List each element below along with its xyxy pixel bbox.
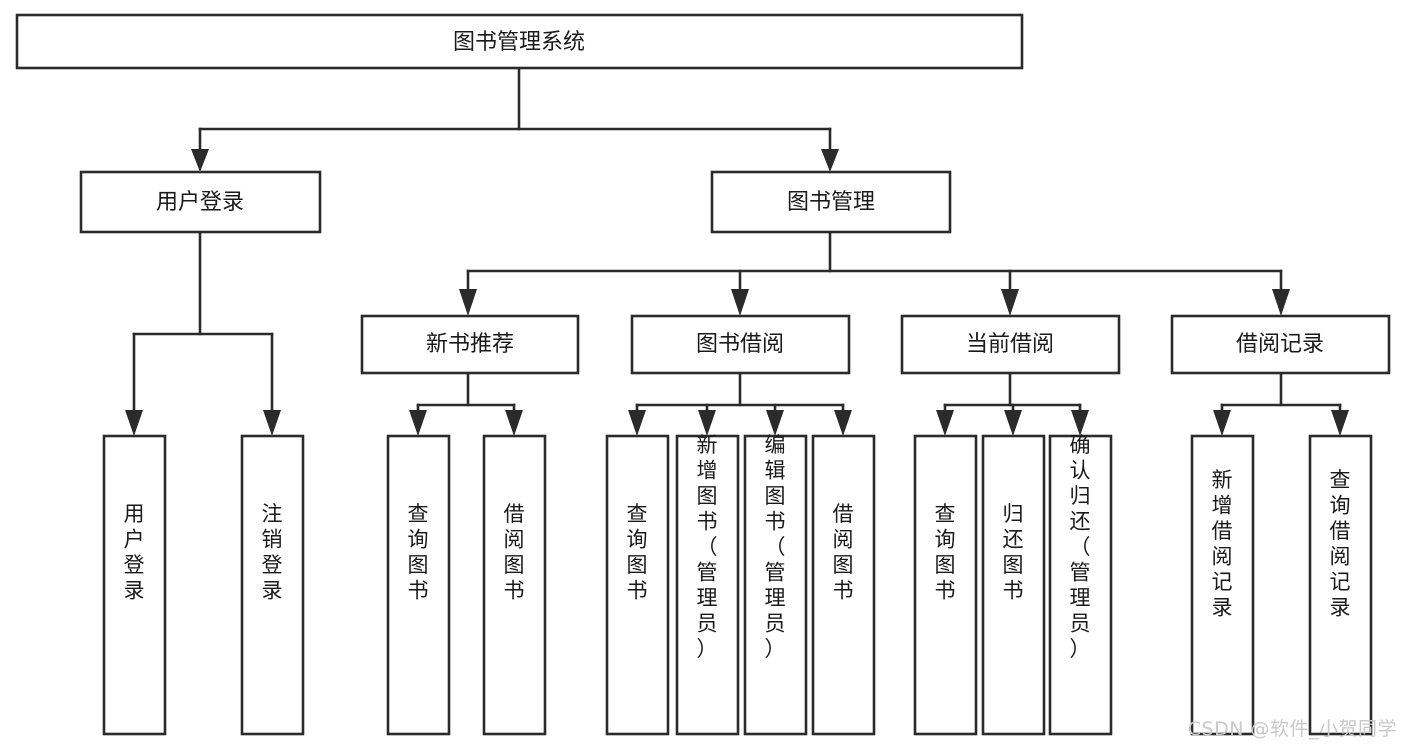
leaf-newbook-query-book[interactable]: [386, 434, 451, 736]
leaf-user-login-box[interactable]: [102, 434, 167, 736]
leaf-borrow-borrow-book-box[interactable]: [811, 434, 876, 736]
leaf-newbook-borrow-book-label: 借阅图书: [504, 502, 525, 603]
leaf-record-query-record-label: 查询借阅记录: [1330, 468, 1351, 620]
leaf-borrow-borrow-book-label: 借阅图书: [833, 502, 854, 603]
leaf-current-query-book-box[interactable]: [913, 434, 978, 736]
arrowhead-user-login: [191, 149, 209, 172]
arrowhead-borrow-leaf-2: [698, 410, 716, 436]
node-root-system[interactable]: 图书管理系统: [15, 13, 1024, 70]
node-current-borrow-label: 当前借阅: [966, 332, 1054, 357]
node-book-management-label: 图书管理: [787, 190, 875, 215]
leaf-newbook-borrow-book-box[interactable]: [482, 434, 547, 736]
node-new-book-recommend[interactable]: 新书推荐: [360, 314, 580, 375]
arrowhead-current: [1001, 289, 1019, 316]
leaf-newbook-borrow-book[interactable]: [482, 434, 547, 736]
leaf-current-query-book[interactable]: [913, 434, 978, 736]
leaf-record-add-record[interactable]: [1190, 434, 1255, 736]
node-user-login[interactable]: 用户登录: [79, 170, 322, 234]
node-root-label: 图书管理系统: [453, 30, 585, 55]
arrowhead-newbook: [459, 289, 477, 316]
arrowhead-borrow-leaf-3: [766, 410, 784, 436]
node-book-borrow-box[interactable]: [630, 314, 851, 375]
node-user-login-box[interactable]: [79, 170, 322, 234]
node-book-management[interactable]: 图书管理: [710, 170, 952, 234]
connectors-userlogin-to-leaves: [125, 230, 281, 436]
leaf-newbook-query-book-label: 查询图书: [408, 502, 429, 603]
arrowhead-record: [1272, 289, 1290, 316]
arrowhead-newbook-leaf-1: [409, 410, 427, 436]
arrowhead-current-leaf-2: [1004, 410, 1022, 436]
arrowhead-newbook-leaf-2: [505, 410, 523, 436]
arrowhead-borrow: [731, 289, 749, 316]
leaf-borrow-add-book-label: 新增图书（管理员）: [697, 433, 718, 661]
leaf-current-return-book[interactable]: [981, 434, 1046, 736]
arrowhead-record-leaf-2: [1331, 410, 1349, 436]
arrowhead-borrow-leaf-1: [628, 410, 646, 436]
node-root-box[interactable]: [15, 13, 1024, 70]
leaf-logout[interactable]: [240, 434, 305, 736]
arrowhead-leaf-logout: [263, 410, 281, 436]
node-book-borrow-label: 图书借阅: [696, 332, 784, 357]
leaf-borrow-add-book[interactable]: [675, 434, 740, 736]
connectors-current-to-leaves: [936, 371, 1089, 436]
leaf-user-login-label: 用户登录: [124, 502, 145, 603]
leaf-current-return-book-box[interactable]: [981, 434, 1046, 736]
leaf-current-confirm-return-box[interactable]: [1048, 434, 1113, 736]
node-new-book-recommend-box[interactable]: [360, 314, 580, 375]
arrowhead-current-leaf-1: [936, 410, 954, 436]
leaf-current-query-book-label: 查询图书: [935, 502, 956, 603]
leaf-borrow-borrow-book[interactable]: [811, 434, 876, 736]
leaf-borrow-edit-book[interactable]: [743, 434, 808, 736]
arrowhead-record-leaf-1: [1213, 410, 1231, 436]
leaf-record-query-record-box[interactable]: [1308, 434, 1373, 736]
arrowhead-book-manage: [821, 149, 839, 172]
leaf-borrow-edit-book-box[interactable]: [743, 434, 808, 736]
node-current-borrow-box[interactable]: [900, 314, 1121, 375]
leaf-borrow-query-book-box[interactable]: [605, 434, 670, 736]
leaf-current-confirm-return[interactable]: [1048, 434, 1113, 736]
leaf-borrow-edit-book-label: 编辑图书（管理员）: [765, 433, 786, 661]
leaf-borrow-add-book-box[interactable]: [675, 434, 740, 736]
leaf-current-return-book-label: 归还图书: [1003, 502, 1024, 603]
leaf-vertical-labels: 用户登录 注销登录 查询图书 借阅图书 查询图书 新增图书（管理员） 编辑图书（…: [124, 433, 1351, 661]
leaf-record-add-record-label: 新增借阅记录: [1212, 468, 1233, 620]
arrowhead-leaf-user-login: [125, 410, 143, 436]
node-borrow-record[interactable]: 借阅记录: [1170, 314, 1391, 375]
connectors-newbook-to-leaves: [409, 371, 523, 436]
connectors-bookmanage-to-level3: [459, 230, 1290, 316]
leaf-record-query-record[interactable]: [1308, 434, 1373, 736]
connectors-record-to-leaves: [1213, 371, 1349, 436]
leaf-logout-box[interactable]: [240, 434, 305, 736]
arrowhead-borrow-leaf-4: [834, 410, 852, 436]
node-user-login-label: 用户登录: [156, 190, 244, 215]
node-current-borrow[interactable]: 当前借阅: [900, 314, 1121, 375]
leaf-borrow-query-book[interactable]: [605, 434, 670, 736]
leaf-logout-label: 注销登录: [262, 502, 283, 603]
node-borrow-record-box[interactable]: [1170, 314, 1391, 375]
leaf-record-add-record-box[interactable]: [1190, 434, 1255, 736]
arrowhead-current-leaf-3: [1071, 410, 1089, 436]
node-borrow-record-label: 借阅记录: [1236, 332, 1324, 357]
node-book-borrow[interactable]: 图书借阅: [630, 314, 851, 375]
leaf-current-confirm-return-label: 确认归还（管理员）: [1070, 433, 1091, 661]
node-new-book-recommend-label: 新书推荐: [426, 332, 514, 357]
leaf-newbook-query-book-box[interactable]: [386, 434, 451, 736]
connectors-root-to-level2: [191, 66, 839, 172]
leaf-user-login[interactable]: [102, 434, 167, 736]
node-book-management-box[interactable]: [710, 170, 952, 234]
connectors-borrow-to-leaves: [628, 371, 852, 436]
leaf-borrow-query-book-label: 查询图书: [627, 502, 648, 603]
